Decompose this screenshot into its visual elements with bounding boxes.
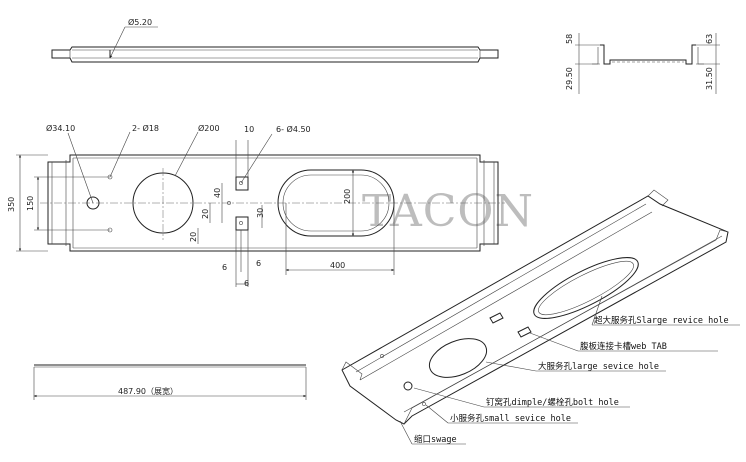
profile-view: 58 29.50 63 31.50 — [565, 33, 720, 94]
dim-6a: 6 — [222, 263, 227, 272]
dim-profile-left-bottom: 29.50 — [565, 67, 574, 90]
dim-30: 30 — [256, 208, 265, 218]
callout-web-tab: 腹板连接卡槽web TAB — [580, 341, 667, 352]
dim-width-150: 150 — [26, 196, 35, 211]
dim-width-350: 350 — [7, 197, 16, 212]
dim-top-hole: Ø5.20 — [128, 17, 152, 27]
dim-slot-w: 10 — [244, 125, 254, 134]
flat-length-view: 487.90（展宽） — [33, 364, 307, 400]
dimple-hole — [86, 196, 100, 210]
top-view: Ø5.20 — [51, 17, 499, 63]
dim-holes-450: 6- Ø4.50 — [276, 124, 311, 134]
dim-6b: 6 — [256, 259, 261, 268]
dim-20b: 20 — [189, 232, 198, 242]
dim-profile-right-bottom: 31.50 — [705, 67, 714, 90]
callout-large-revice-hole: 超大服务孔Slarge revice hole — [594, 315, 729, 326]
iso-large-service-hole — [428, 338, 488, 378]
isometric-view — [341, 189, 740, 445]
iso-dimple-hole — [403, 381, 413, 391]
callout-large-sevice-hole: 大服务孔large sevice hole — [538, 361, 659, 372]
dim-profile-left-top: 58 — [565, 34, 574, 44]
dim-length: 487.90（展宽） — [118, 386, 178, 396]
callout-dimple-bolt: 钉窝孔dimple/螺栓孔bolt hole — [486, 397, 619, 408]
dim-hole-34: Ø34.10 — [46, 123, 75, 133]
dim-hole-200: Ø200 — [198, 123, 220, 133]
callout-swage: 缩口swage — [414, 434, 457, 445]
dim-40: 40 — [213, 188, 222, 198]
dim-profile-right-top: 63 — [705, 34, 714, 44]
dim-20a: 20 — [201, 209, 210, 219]
front-view: 350 150 Ø34.10 2- Ø18 Ø200 10 6- Ø4.50 4… — [7, 123, 505, 288]
callout-small-sevice-hole: 小服务孔small sevice hole — [450, 413, 571, 424]
dim-oval-h: 200 — [343, 189, 352, 204]
watermark: TACON — [362, 186, 534, 237]
dim-oval-l: 400 — [330, 261, 345, 270]
iso-web-tab — [517, 326, 532, 338]
dim-holes-18: 2- Ø18 — [132, 123, 159, 133]
web-tab — [235, 216, 249, 231]
web-tab — [235, 176, 249, 191]
iso-web-tab — [489, 312, 504, 324]
dim-6c: 6 — [244, 279, 249, 288]
iso-large-revice-hole — [533, 257, 639, 319]
